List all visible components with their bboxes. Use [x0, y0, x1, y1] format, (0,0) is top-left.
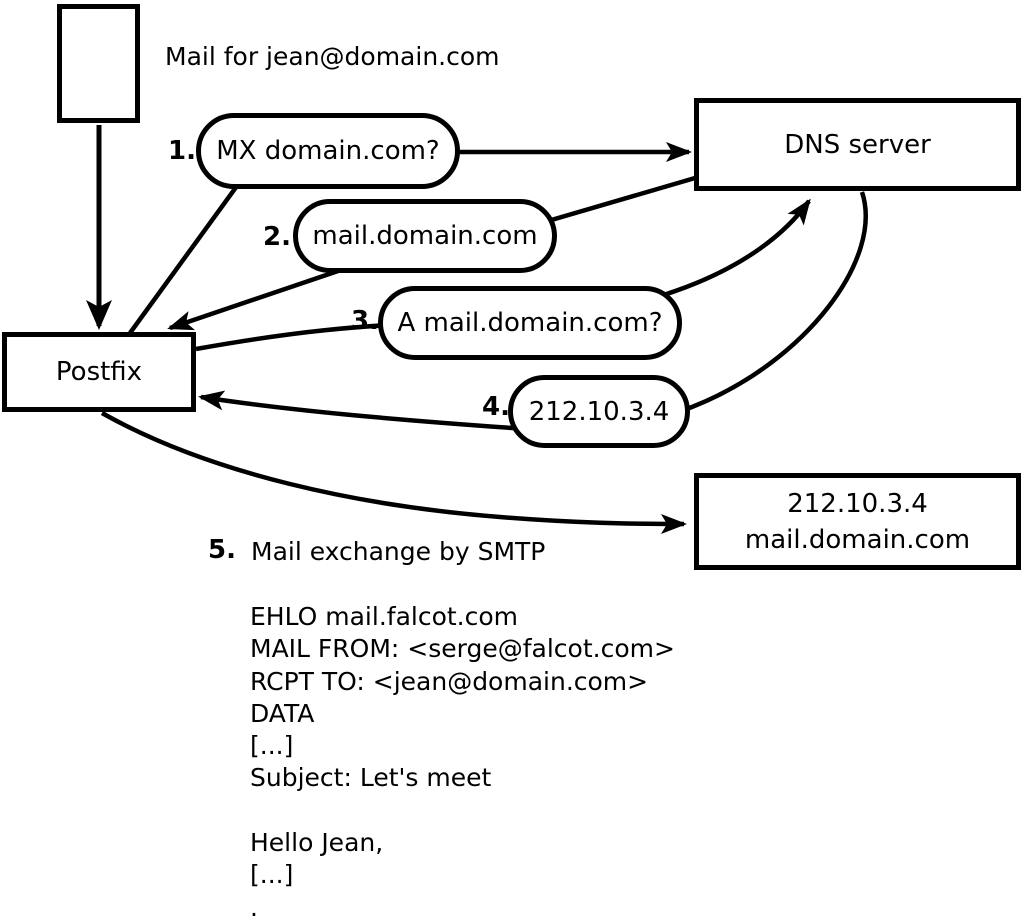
diagram-title: Mail for jean@domain.com — [165, 42, 500, 71]
step-pill-a-answer: 212.10.3.4 — [508, 375, 690, 448]
smtp-line: EHLO mail.falcot.com — [250, 602, 519, 631]
step-pill-mx-query: MX domain.com? — [196, 113, 460, 189]
smtp-line: DATA — [250, 698, 315, 728]
smtp-line: Subject: Let's meet — [250, 763, 492, 793]
smtp-line: Hello Jean, — [250, 828, 384, 858]
dns-server-node: DNS server — [694, 98, 1021, 191]
arrow-smtp-postfix-to-destination — [100, 411, 687, 534]
step-number-5: 5. — [208, 535, 236, 565]
step-pill-mx-answer: mail.domain.com — [293, 199, 557, 273]
step-pill-a-answer-label: 212.10.3.4 — [528, 396, 670, 427]
smtp-session-transcript: EHLO mail.falcot.com MAIL FROM: <serge@f… — [250, 601, 675, 919]
smtp-line: . — [250, 892, 258, 919]
step-5-label: Mail exchange by SMTP — [251, 537, 546, 566]
step-number-1: 1. — [168, 136, 196, 166]
smtp-line: RCPT TO: <jean@domain.com> — [250, 666, 649, 696]
step-pill-a-query-label: A mail.domain.com? — [397, 308, 663, 338]
smtp-line: [...] — [250, 860, 294, 890]
step-pill-mx-query-label: MX domain.com? — [216, 136, 440, 166]
destination-hostname: mail.domain.com — [744, 524, 971, 555]
step-number-2: 2. — [263, 222, 291, 252]
smtp-line: [...] — [250, 731, 294, 761]
smtp-line: MAIL FROM: <serge@falcot.com> — [250, 634, 675, 664]
postfix-label: Postfix — [55, 357, 143, 387]
dns-server-label: DNS server — [784, 129, 931, 160]
mail-icon — [57, 4, 140, 123]
smtp-line — [250, 795, 675, 827]
postfix-node: Postfix — [2, 332, 196, 412]
destination-ip: 212.10.3.4 — [787, 488, 928, 519]
step-number-4: 4. — [482, 392, 510, 422]
destination-server-node: 212.10.3.4 mail.domain.com — [694, 473, 1021, 570]
step-pill-a-query: A mail.domain.com? — [378, 286, 682, 360]
step-pill-mx-answer-label: mail.domain.com — [312, 221, 538, 251]
step-number-3: 3. — [351, 306, 379, 336]
